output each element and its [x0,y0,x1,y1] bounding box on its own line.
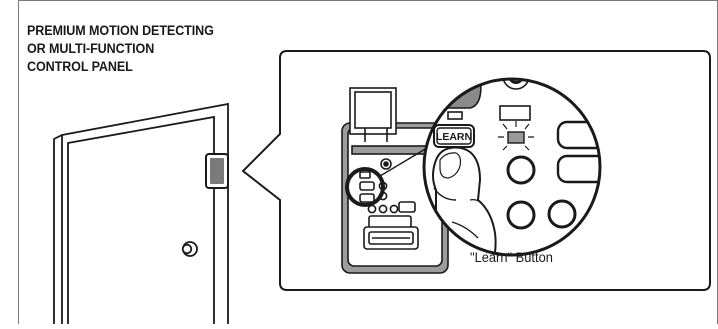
led-light-icon [498,121,534,151]
heading-line-2: OR MULTI-FUNCTION [27,41,155,56]
learn-button-label: LEARN [436,131,472,143]
door [53,102,229,324]
magnifier-ring [422,77,602,257]
learn-button-highlight-ring [345,167,385,207]
learn-button-caption: "Learn" Button [470,249,553,265]
wall-control-panel [205,153,229,189]
door-knob [181,241,198,257]
heading-line-3: CONTROL PANEL [27,59,133,74]
heading-line-1: PREMIUM MOTION DETECTING [27,23,214,38]
magnifier-connector [379,144,433,177]
